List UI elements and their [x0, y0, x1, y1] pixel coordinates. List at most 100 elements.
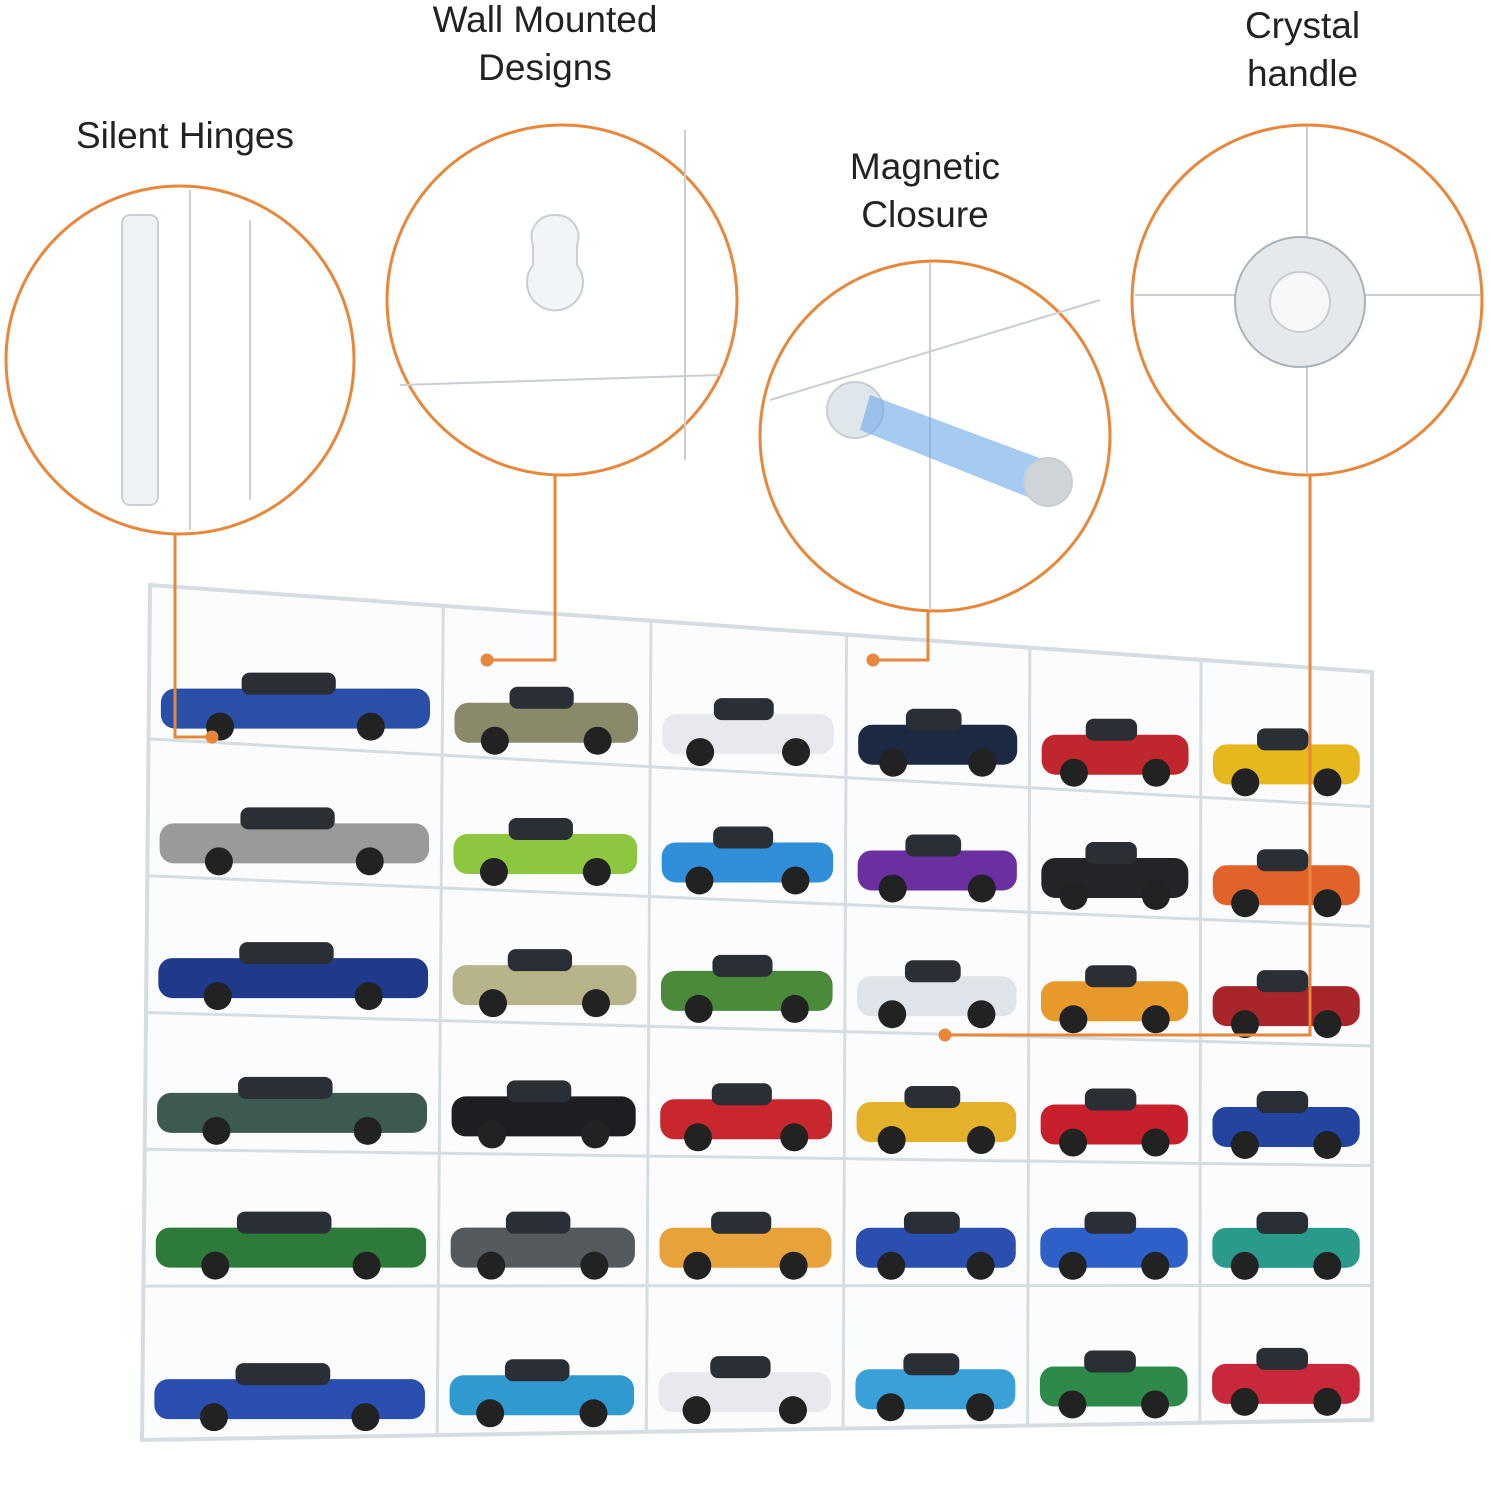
car-wheel [581, 989, 610, 1018]
toy-car [1040, 1211, 1188, 1280]
car-wheel [1059, 758, 1088, 787]
car-wheel [477, 1251, 506, 1280]
car-wheel [878, 1000, 907, 1029]
car-wheel [1058, 1390, 1087, 1419]
car-window [240, 807, 335, 830]
toy-car [1040, 1088, 1188, 1157]
car-window [505, 1211, 571, 1234]
keyhole-icon [526, 213, 584, 312]
car-wheel [199, 1403, 228, 1432]
car-wheel [967, 1000, 996, 1029]
toy-car [449, 1359, 635, 1428]
car-wheel [355, 847, 384, 876]
car-wheel [1313, 889, 1342, 918]
toy-car [857, 960, 1017, 1029]
car-wheel [1313, 1387, 1342, 1416]
car-window [905, 834, 962, 857]
car-wheel [1141, 1251, 1170, 1280]
car-window [904, 1086, 961, 1109]
detail-circle-hinges [4, 184, 356, 536]
car-wheel [479, 857, 508, 886]
car-wheel [354, 982, 383, 1011]
car-wheel [780, 994, 809, 1023]
car-window [506, 1080, 572, 1103]
car-wheel [1230, 1130, 1259, 1159]
car-wheel [478, 1120, 507, 1149]
car-wheel [1313, 1010, 1342, 1039]
car-wheel [1142, 758, 1171, 787]
car-window [713, 698, 774, 721]
callout-line-crystal [945, 475, 1312, 1037]
car-window [711, 1083, 772, 1106]
callout-line-wall-mount [487, 475, 557, 662]
feature-label-silent-hinges: Silent Hinges [75, 115, 294, 156]
car-wheel [1141, 881, 1170, 910]
car-wheel [877, 1251, 906, 1280]
car-wheel [781, 866, 810, 895]
toy-car [855, 1353, 1016, 1422]
car-wheel [1231, 889, 1260, 918]
car-window [1085, 841, 1137, 864]
car-wheel [1230, 1251, 1259, 1280]
toy-car [154, 1363, 425, 1432]
car-window [238, 1076, 333, 1099]
car-window [1085, 965, 1137, 988]
toy-car [159, 807, 430, 876]
toy-car [660, 1083, 833, 1152]
car-wheel [581, 1120, 610, 1149]
car-window [905, 708, 962, 731]
car-window [504, 1359, 570, 1382]
car-window [712, 954, 773, 977]
car-wheel [201, 1251, 230, 1280]
car-wheel [778, 1396, 807, 1425]
car-wheel [685, 866, 714, 895]
car-window [711, 1211, 772, 1234]
feature-label-wall-mounted: Wall Mounted Designs [432, 0, 658, 88]
car-wheel [480, 726, 509, 755]
car-wheel [966, 1251, 995, 1280]
toy-car [857, 834, 1017, 903]
toy-car [658, 1356, 831, 1425]
car-wheel [1231, 768, 1260, 797]
feature-label-magnetic-closure: Magnetic Closure [849, 146, 1001, 235]
car-window [710, 1356, 771, 1379]
car-wheel [203, 982, 232, 1011]
car-window [235, 1363, 331, 1386]
callout-line-magnetic [873, 611, 930, 662]
car-wheel [782, 738, 811, 767]
callout-line-hinges [173, 534, 212, 739]
car-window [1256, 1347, 1309, 1370]
car-wheel [202, 1116, 231, 1145]
car-wheel [583, 726, 612, 755]
car-wheel [1141, 1005, 1170, 1034]
car-window [1084, 1350, 1136, 1373]
car-wheel [476, 1399, 505, 1428]
car-window [1256, 1090, 1309, 1113]
toy-car [856, 1211, 1016, 1280]
car-wheel [876, 1393, 905, 1422]
toy-car [659, 1211, 832, 1280]
car-wheel [356, 712, 385, 741]
car-window [1084, 1088, 1137, 1111]
toy-car [155, 1211, 427, 1280]
car-wheel [684, 1123, 713, 1152]
car-wheel [1141, 1128, 1170, 1157]
case-frame [139, 582, 1374, 1443]
car-window [1085, 718, 1138, 741]
car-wheel [683, 1251, 712, 1280]
case-shelf [148, 737, 1373, 809]
car-wheel [877, 1126, 906, 1155]
car-window [509, 686, 574, 709]
toy-car [453, 817, 638, 886]
car-wheel [579, 1399, 608, 1428]
car-window [236, 1211, 332, 1234]
car-wheel [1141, 1390, 1170, 1419]
toy-car [662, 698, 834, 767]
car-wheel [967, 874, 996, 903]
car-wheel [353, 1116, 382, 1145]
case-shelf [143, 1283, 1373, 1288]
case-shelf [145, 1011, 1373, 1048]
toy-car [661, 826, 834, 895]
toy-car [160, 672, 431, 741]
toy-car [1212, 849, 1360, 918]
